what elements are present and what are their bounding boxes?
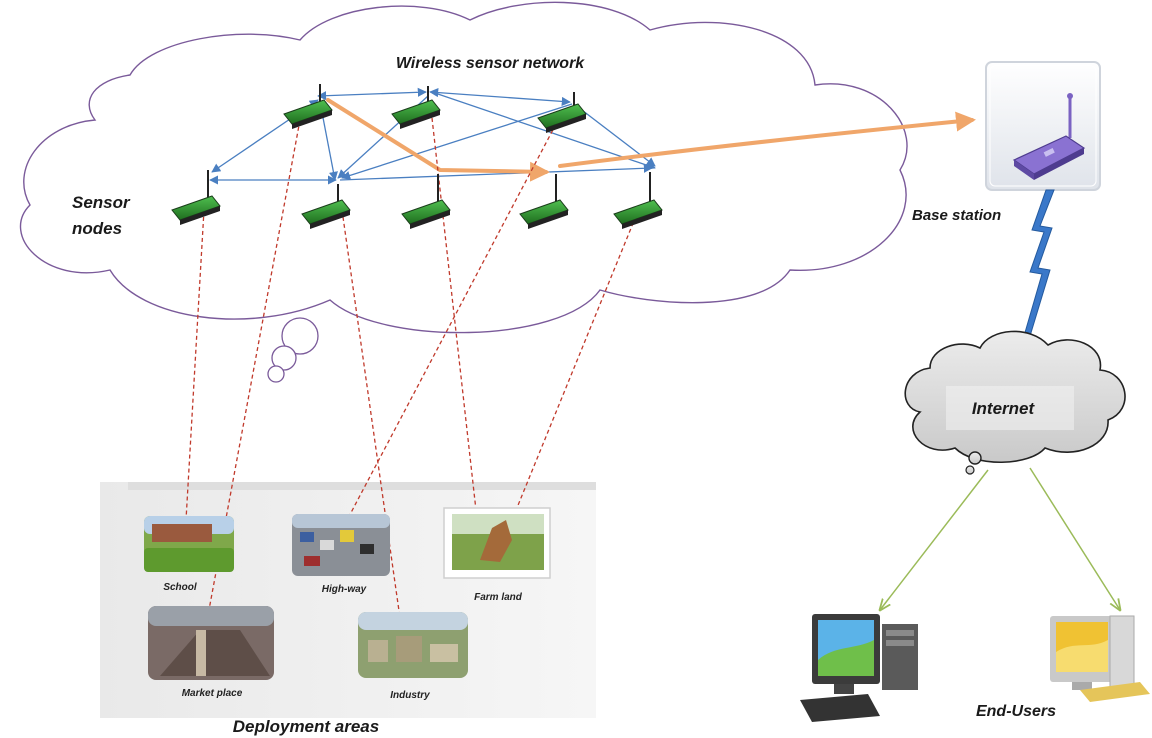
- wsn-cloud: [19, 1, 908, 383]
- sensor-node: [519, 174, 569, 229]
- link-farm-a: [431, 117, 479, 529]
- sensor-node: [613, 172, 663, 229]
- wsn-title: Wireless sensor network: [396, 55, 585, 72]
- base-station-label: Base station: [912, 207, 1001, 224]
- computer-icon: [1050, 615, 1150, 702]
- sensor-label-line2: nodes: [72, 219, 122, 238]
- mesh-link: [429, 88, 571, 106]
- area-farmland: [443, 507, 551, 579]
- sensor-label-line1: Sensor: [72, 193, 131, 212]
- data-flow-path: [326, 98, 976, 182]
- link-industry: [341, 209, 403, 633]
- computer-icon: [800, 614, 918, 722]
- sensor-nodes: [171, 84, 663, 229]
- sensor-node: [283, 84, 333, 129]
- link-user-2: [1029, 467, 1120, 610]
- link-farm-b: [511, 215, 637, 521]
- mesh-link: [341, 103, 573, 180]
- area-industry: [358, 612, 468, 678]
- mesh-link: [317, 87, 427, 101]
- area-industry-label: Industry: [390, 690, 430, 701]
- area-marketplace: [148, 606, 274, 680]
- area-farmland-label: Farm land: [474, 592, 523, 603]
- sensor-node: [171, 170, 221, 225]
- mesh-link: [339, 163, 653, 181]
- base-station: [985, 61, 1101, 191]
- area-school-label: School: [163, 582, 197, 593]
- internet-cloud: [904, 330, 1126, 475]
- sensor-node: [537, 92, 587, 133]
- sensor-node: [401, 174, 451, 229]
- link-user-1: [880, 469, 989, 610]
- end-users-label: End-Users: [976, 703, 1056, 720]
- area-highway: [292, 514, 390, 576]
- area-highway-label: High-way: [322, 584, 367, 595]
- internet-label: Internet: [972, 399, 1036, 418]
- link-highway: [344, 123, 557, 525]
- area-school: [144, 516, 234, 572]
- sensor-node: [391, 86, 441, 129]
- link-school: [185, 209, 205, 521]
- sensor-node: [301, 184, 351, 229]
- wireless-link-icon: [1023, 189, 1055, 337]
- area-marketplace-label: Market place: [182, 688, 243, 699]
- deployment-label: Deployment areas: [233, 717, 379, 736]
- mesh-link: [431, 91, 656, 170]
